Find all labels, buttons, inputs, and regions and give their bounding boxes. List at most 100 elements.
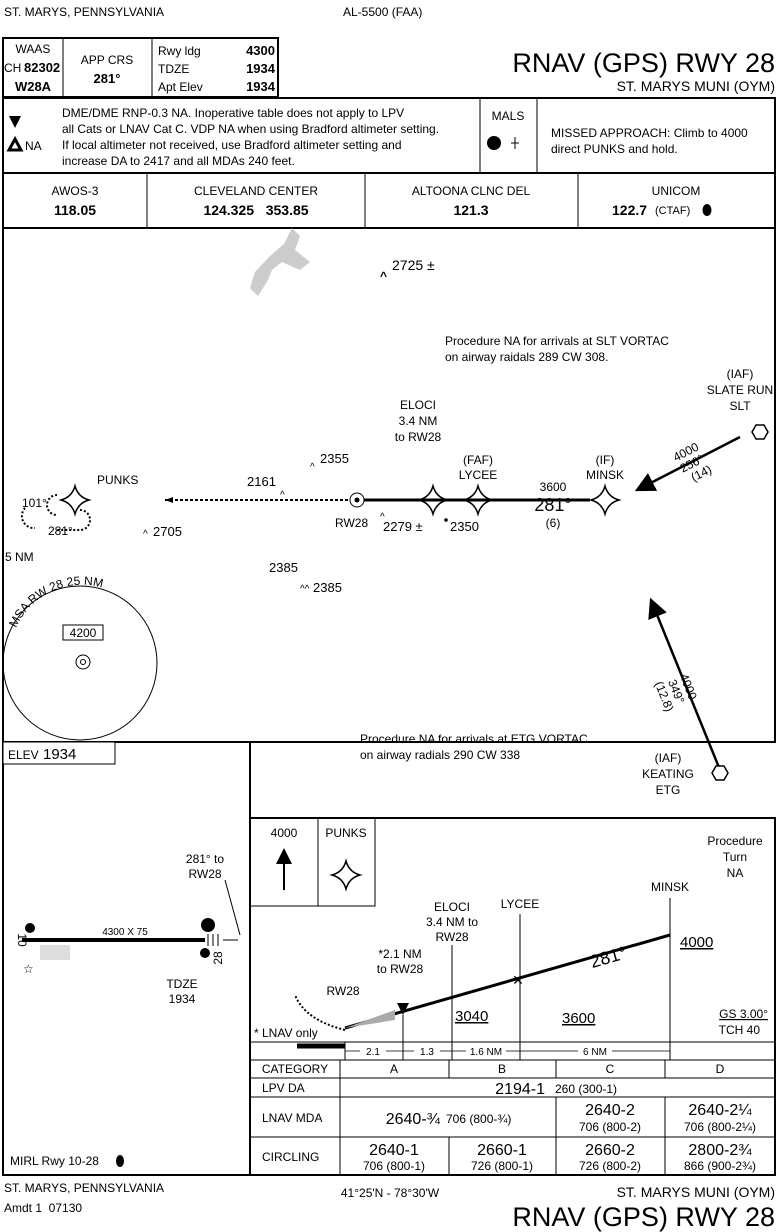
tdze-label: TDZE <box>158 62 189 76</box>
leg-altitude: 3600 <box>540 480 567 494</box>
header-location: ST. MARYS, PENNSYLVANIA <box>4 5 164 19</box>
amendment: Amdt 1 07130 <box>4 1201 82 1215</box>
slt-note: on airway raidals 289 CW 308. <box>445 350 608 364</box>
note-line: DME/DME RNP-0.3 NA. Inoperative table do… <box>62 106 404 120</box>
minima-circ-cells-1-main: 2660-1 <box>477 1142 527 1159</box>
alternate-na: NA <box>25 139 42 153</box>
rw28-waypoint-icon <box>349 492 365 508</box>
ctaf-icon <box>702 204 712 216</box>
note-line: increase DA to 2417 and all MDAs 240 fee… <box>62 154 295 168</box>
etg-label: (IAF) <box>655 751 682 765</box>
minima-circ-cells-0-main: 2640-1 <box>369 1142 419 1159</box>
spot-elevation: 2355 <box>320 451 349 466</box>
procedure-title: RNAV (GPS) RWY 28 <box>512 48 775 78</box>
etg-note: on airway radials 290 CW 338 <box>360 748 520 762</box>
minima-lnav-label: LNAV MDA <box>262 1111 322 1125</box>
peak-icon: ^ <box>380 269 387 283</box>
profile-pt-na-0: Procedure <box>707 834 763 848</box>
svg-text:^: ^ <box>380 512 385 523</box>
minima-lnav-ab-sub: 706 (800-¾) <box>446 1112 511 1126</box>
lycee-label: LYCEE <box>459 468 497 482</box>
minima-table: CATEGORY A B C D LPV DA 2194-1 260 (300-… <box>262 1062 756 1173</box>
takeoff-minimums-icon <box>9 116 21 128</box>
waas-label: WAAS <box>16 42 51 56</box>
fix-icon <box>416 483 450 517</box>
profile-minsk: MINSK <box>651 880 689 894</box>
profile-eloci-0: ELOCI <box>434 900 470 914</box>
rwy-ldg: 4300 <box>246 43 275 58</box>
comms-0-name: AWOS-3 <box>52 184 99 198</box>
spot-elevation: 2385 <box>269 560 298 575</box>
minima-headers-1: A <box>390 1062 398 1076</box>
slt-note: Procedure NA for arrivals at SLT VORTAC <box>445 334 669 348</box>
apt-elev-label: Apt Elev <box>158 80 203 94</box>
footer-location: ST. MARYS, PENNSYLVANIA <box>4 1181 164 1195</box>
glide-path <box>344 933 671 1030</box>
profile-dists-0: 2.1 <box>366 1047 380 1058</box>
eloci-label: 3.4 NM <box>399 414 438 428</box>
leg-distance: (6) <box>546 516 561 530</box>
profile-view <box>249 817 776 1176</box>
minima-circ-cells-1-sub: 726 (800-1) <box>471 1159 533 1173</box>
comms-2-name: ALTOONA CLNC DEL <box>412 184 531 198</box>
svg-text:☆: ☆ <box>23 962 34 976</box>
minima-lnav-d-main: 2640-2¼ <box>688 1102 752 1119</box>
hold-inbound: 101° <box>22 496 47 510</box>
elev-label: ELEV <box>8 748 39 762</box>
minima-circ-cells-2-sub: 726 (800-2) <box>579 1159 641 1173</box>
profile-dists-1: 1.3 <box>420 1047 434 1058</box>
runway-number: 28 <box>211 951 225 965</box>
approach-lights-icon <box>511 137 519 149</box>
vortac-icon <box>751 424 769 440</box>
crs-note: RW28 <box>188 867 221 881</box>
slt-label: SLT <box>729 399 751 413</box>
missed-approach-line: MISSED APPROACH: Climb to 4000 <box>551 126 748 140</box>
eloci-label: ELOCI <box>400 398 436 412</box>
airport-name: ST. MARYS MUNI (OYM) <box>617 78 775 94</box>
comms-3-extra: (CTAF) <box>655 205 690 217</box>
runway-number: 10 <box>15 933 29 947</box>
minsk-label: MINSK <box>586 468 624 482</box>
coordinates: 41°25'N - 78°30'W <box>341 1186 440 1200</box>
hold-fix: PUNKS <box>325 826 366 840</box>
profile-alt-4000: 4000 <box>680 934 713 951</box>
crs-note: 281° to <box>186 852 224 866</box>
hold-outbound: 281° <box>48 524 73 538</box>
vortac-icon <box>711 765 729 781</box>
etg-label: ETG <box>656 783 681 797</box>
rwy-ldg-label: Rwy ldg <box>158 44 201 58</box>
holding-pattern <box>46 494 58 516</box>
tdze: 1934 <box>246 61 276 76</box>
msa-label: MSA RW 28 25 NM <box>6 574 105 630</box>
tdze-label: TDZE <box>166 977 197 991</box>
spot-elevation: 2279 ± <box>383 519 423 534</box>
hold-altitude: 4000 <box>271 826 298 840</box>
minima-lpv-main: 2194-1 <box>495 1081 545 1098</box>
footer-airport: ST. MARYS MUNI (OYM) <box>617 1184 775 1200</box>
profile-dists-2: 1.6 NM <box>470 1047 502 1058</box>
plan-view <box>2 227 776 743</box>
apt-elev: 1934 <box>246 79 276 94</box>
minima-circ-cells-3-sub: 866 (900-2¾) <box>684 1159 756 1173</box>
minima-headers-4: D <box>716 1062 725 1076</box>
runway-lighting: MIRL Rwy 10-28 <box>10 1154 99 1168</box>
svg-text:^^: ^^ <box>300 584 310 595</box>
comms-3-freq: 122.7 <box>612 202 647 218</box>
waas-ch-prefix: CH <box>4 61 21 75</box>
minima-lpv-sub: 260 (300-1) <box>555 1082 617 1096</box>
fix-icon <box>58 483 92 517</box>
svg-text:^: ^ <box>280 490 285 501</box>
etg-note: Procedure NA for arrivals at ETG VORTAC <box>360 732 588 746</box>
waas-channel: 82302 <box>24 60 60 75</box>
minima-lnav-c-main: 2640-2 <box>585 1102 635 1119</box>
profile-pt-na-1: Turn <box>723 850 747 864</box>
leg-course: 281° <box>534 495 571 515</box>
chart-id: AL-5500 (FAA) <box>343 5 422 19</box>
plan-msa: MSA RW 28 25 NM <box>6 574 105 630</box>
slt-transition-leg <box>634 435 741 492</box>
msa-altitude: 4200 <box>70 626 97 640</box>
profile-lycee: LYCEE <box>501 897 539 911</box>
minima-circ-label: CIRCLING <box>262 1150 319 1164</box>
